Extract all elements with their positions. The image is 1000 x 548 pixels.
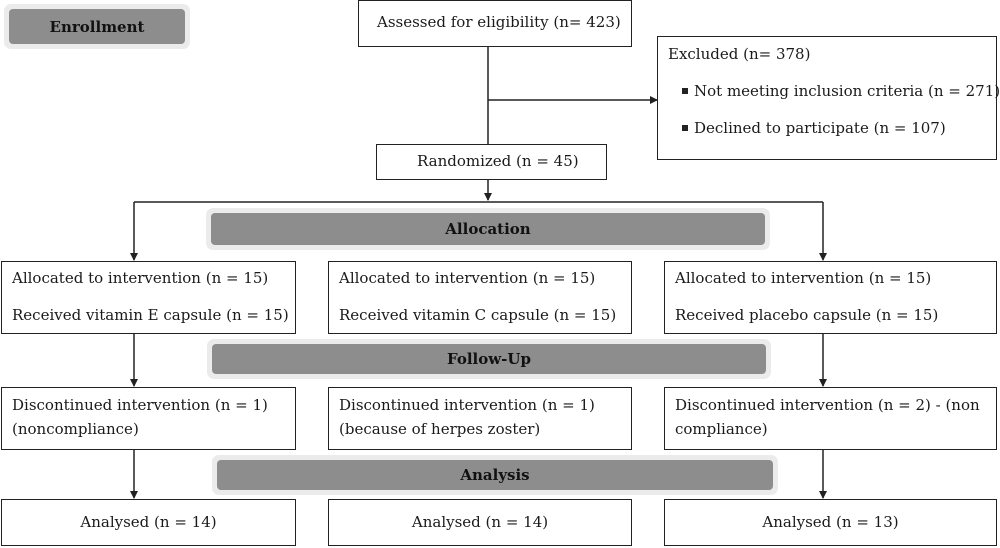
stage-allocation: Allocation <box>206 208 770 250</box>
assessed-text: Assessed for eligibility (n= 423) <box>377 13 621 31</box>
allocation-box-placebo: Allocated to intervention (n = 15) Recei… <box>664 261 997 334</box>
allocated-text: Allocated to intervention (n = 15) <box>12 269 269 287</box>
allocated-text: Allocated to intervention (n = 15) <box>339 269 596 287</box>
followup-box-vitamin-c: Discontinued intervention (n = 1) (becau… <box>328 387 632 450</box>
received-text: Received vitamin E capsule (n = 15) <box>12 306 289 324</box>
discontinued-reason: compliance) <box>675 420 768 438</box>
followup-box-placebo: Discontinued intervention (n = 2) - (non… <box>664 387 997 450</box>
discontinued-text: Discontinued intervention (n = 1) <box>12 396 268 414</box>
discontinued-text: Discontinued intervention (n = 2) - (non <box>675 396 980 414</box>
excluded-item: Not meeting inclusion criteria (n = 271) <box>682 82 1000 100</box>
stage-enrollment-label: Enrollment <box>9 9 185 44</box>
analysis-box-vitamin-c: Analysed (n = 14) <box>328 499 632 546</box>
excluded-item: Declined to participate (n = 107) <box>682 119 946 137</box>
bullet-icon <box>682 88 688 94</box>
assessed-box: Assessed for eligibility (n= 423) <box>358 0 632 47</box>
analysed-text: Analysed (n = 14) <box>80 513 217 531</box>
discontinued-reason: (noncompliance) <box>12 420 139 438</box>
stage-analysis: Analysis <box>212 455 778 495</box>
excluded-box: Excluded (n= 378) Not meeting inclusion … <box>657 36 1000 160</box>
stage-followup-label: Follow-Up <box>212 344 766 374</box>
allocated-text: Allocated to intervention (n = 15) <box>675 269 932 287</box>
analysed-text: Analysed (n = 13) <box>762 513 899 531</box>
received-text: Received vitamin C capsule (n = 15) <box>339 306 617 324</box>
analysed-text: Analysed (n = 14) <box>411 513 549 531</box>
stage-allocation-label: Allocation <box>211 213 765 245</box>
randomized-text: Randomized (n = 45) <box>417 152 579 170</box>
analysis-box-placebo: Analysed (n = 13) <box>664 499 997 546</box>
bullet-icon <box>682 125 688 131</box>
allocation-box-vitamin-e: Allocated to intervention (n = 15) Recei… <box>1 261 296 334</box>
randomized-box: Randomized (n = 45) <box>376 144 607 180</box>
received-text: Received placebo capsule (n = 15) <box>675 306 939 324</box>
stage-followup: Follow-Up <box>207 339 771 379</box>
stage-analysis-label: Analysis <box>217 460 773 490</box>
excluded-title: Excluded (n= 378) <box>668 45 811 63</box>
discontinued-reason: (because of herpes zoster) <box>339 420 541 438</box>
analysis-box-vitamin-e: Analysed (n = 14) <box>1 499 296 546</box>
followup-box-vitamin-e: Discontinued intervention (n = 1) (nonco… <box>1 387 296 450</box>
allocation-box-vitamin-c: Allocated to intervention (n = 15) Recei… <box>328 261 632 334</box>
stage-enrollment: Enrollment <box>4 4 190 49</box>
discontinued-text: Discontinued intervention (n = 1) <box>339 396 595 414</box>
